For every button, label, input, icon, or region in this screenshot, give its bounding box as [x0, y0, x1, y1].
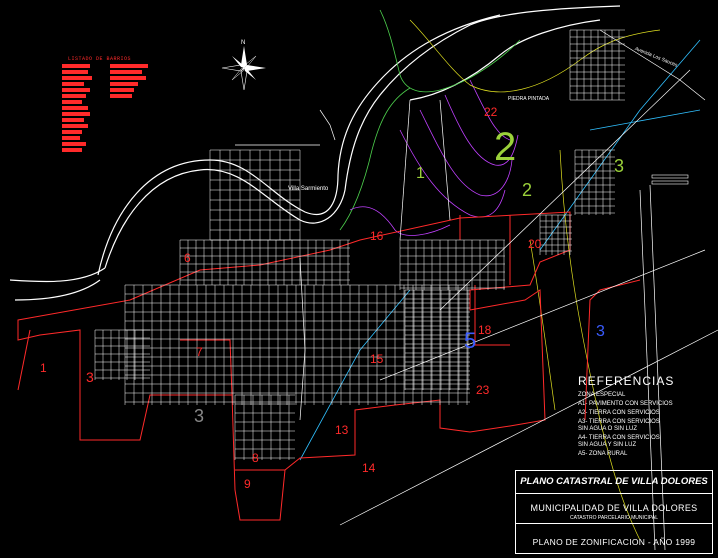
zone-label: 1	[416, 165, 425, 182]
plan-type: PLANO DE ZONIFICACION - AÑO 1999	[532, 537, 696, 547]
zone-label: 7	[196, 345, 203, 359]
zone-label: 3	[614, 156, 624, 176]
zone-label: 14	[362, 461, 376, 475]
rail-lines	[299, 39, 701, 461]
urban-block-grid	[94, 29, 625, 460]
place-label-piedra-pintada: PIEDRA PINTADA	[508, 96, 550, 102]
zone-label: 3	[86, 369, 94, 385]
zone-label: 3	[194, 406, 204, 426]
zone-label: 1	[40, 361, 47, 375]
zone-label: 23	[476, 383, 490, 397]
north-arrow-icon: N	[221, 40, 266, 91]
contours-magenta	[349, 79, 519, 236]
scale-bar	[651, 174, 689, 185]
references-title: REFERENCIAS	[578, 374, 675, 388]
zone-label: 15	[370, 352, 384, 366]
zone-label: 3	[596, 323, 605, 340]
contours-yellow	[409, 19, 661, 541]
reference-item: A5- ZONA RURAL	[578, 451, 628, 457]
zone-label: 8	[252, 451, 259, 465]
reference-item: ZONA ESPECIAL	[578, 392, 626, 398]
zone-label: 5	[464, 328, 476, 353]
neighborhood-list-title: LISTADO DE BARRIOS	[68, 56, 132, 62]
zone-label: 22	[484, 105, 498, 119]
reference-item: A1- PAVIMENTO CON SERVICIOS	[578, 401, 673, 407]
zone-label: 2	[522, 180, 532, 200]
zone-boundaries	[17, 211, 641, 521]
reference-item: A4- TIERRA CON SERVICIOS SIN AGUA Y SIN …	[578, 435, 660, 448]
references-panel: REFERENCIAS ZONA ESPECIAL A1- PAVIMENTO …	[578, 374, 710, 460]
river-green	[339, 9, 521, 231]
reference-item: A3- TIERRA CON SERVICIOS SIN AGUA O SIN …	[578, 419, 660, 432]
zone-label: 9	[244, 477, 251, 491]
plan-subtitle: CATASTRO PARCELARIO MUNICIPAL	[570, 515, 658, 521]
title-block: PLANO CATASTRAL DE VILLA DOLORES MUNICIP…	[515, 470, 713, 554]
title-block-divider	[516, 523, 712, 524]
zone-label: 18	[478, 323, 492, 337]
zone-label: 6	[184, 251, 191, 265]
neighborhood-list	[62, 64, 148, 152]
zone-label: 16	[370, 229, 384, 243]
zone-label: 20	[528, 237, 542, 251]
zone-label: 2	[494, 125, 516, 169]
reference-item: A2- TIERRA CON SERVICIOS	[578, 410, 660, 416]
zone-label: 13	[335, 423, 349, 437]
place-label-villa-sarmiento: Villa Sarmiento	[288, 186, 329, 192]
plan-title: PLANO CATASTRAL DE VILLA DOLORES	[516, 471, 712, 494]
municipality-name: MUNICIPALIDAD DE VILLA DOLORES	[530, 503, 698, 513]
svg-text:N: N	[241, 40, 245, 46]
roads	[235, 29, 718, 551]
